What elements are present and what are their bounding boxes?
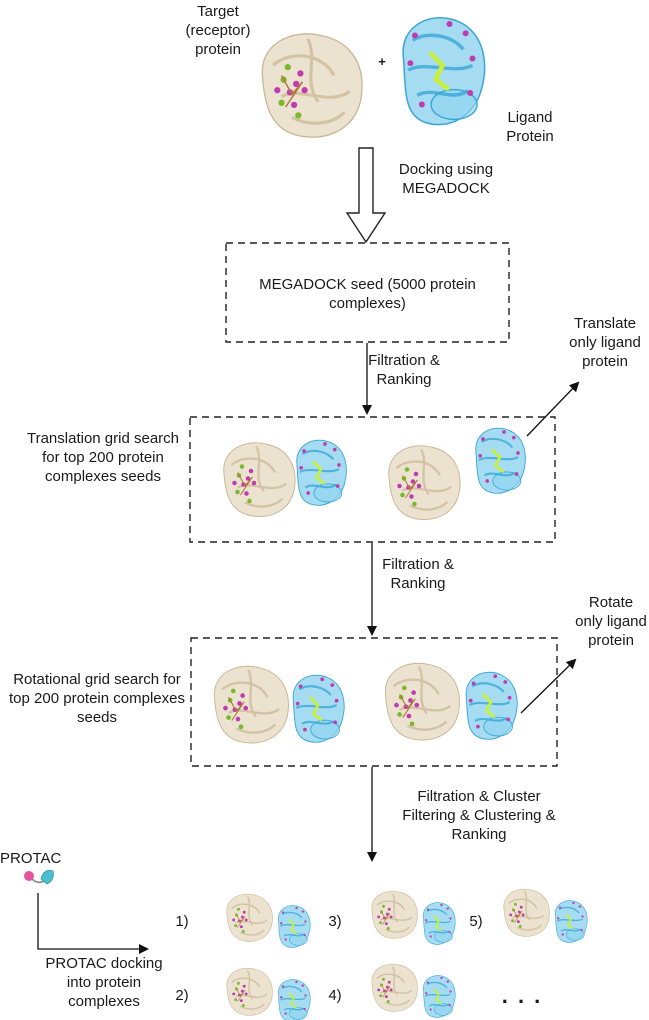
translation-grid-label: Translation grid search for top 200 prot… bbox=[26, 430, 179, 485]
protac-docking-label: PROTAC docking into protein complexes bbox=[45, 955, 163, 1010]
translation-complex-2-ligand bbox=[475, 427, 526, 494]
result-label-5: 5) bbox=[469, 913, 483, 930]
translation-complex-2-receptor bbox=[388, 445, 461, 520]
result-3-ligand bbox=[423, 902, 456, 945]
rotational-complex-2-receptor bbox=[385, 662, 460, 741]
target-protein-structure bbox=[261, 33, 363, 138]
result-label-1: 1) bbox=[175, 913, 189, 930]
docking-arrow bbox=[345, 147, 387, 244]
rotate-only-label: Rotate only ligand protein bbox=[575, 594, 647, 649]
arrow-protac bbox=[37, 893, 149, 954]
ligand-protein-label: Ligand Protein bbox=[506, 109, 554, 145]
protac-label: PROTAC bbox=[0, 850, 62, 867]
result-2-ligand bbox=[278, 979, 311, 1020]
rotational-grid-label: Rotational grid search for top 200 prote… bbox=[9, 671, 185, 726]
rotational-complex-2-ligand bbox=[465, 671, 518, 740]
megadock-seed-box bbox=[225, 242, 510, 343]
target-protein-label: Target (receptor) protein bbox=[185, 3, 251, 58]
result-label-4: 4) bbox=[328, 987, 342, 1004]
rotational-complex-1-receptor bbox=[214, 665, 289, 744]
translation-complex-1-ligand bbox=[296, 439, 347, 506]
rotational-grid-box bbox=[190, 637, 558, 767]
protac-molecule-icon bbox=[24, 869, 54, 885]
filtration-ranking-1-label: Filtration & Ranking bbox=[368, 352, 440, 388]
protein-structures bbox=[214, 17, 588, 1020]
result-1-receptor bbox=[226, 893, 273, 942]
result-label-3: 3) bbox=[328, 913, 342, 930]
filtration-ranking-2-label: Filtration & Ranking bbox=[382, 556, 454, 592]
result-5-receptor bbox=[503, 888, 550, 937]
result-1-ligand bbox=[278, 905, 311, 948]
docking-label: Docking using MEGADOCK bbox=[398, 161, 494, 197]
result-4-ligand bbox=[423, 975, 456, 1018]
filtration-clustering-label: Filtration & Cluster Filtering & Cluster… bbox=[402, 788, 556, 843]
result-5-ligand bbox=[555, 900, 588, 943]
translate-only-label: Translate only ligand protein bbox=[569, 315, 641, 370]
translation-complex-1-receptor bbox=[223, 442, 296, 517]
result-label-2: 2) bbox=[175, 987, 189, 1004]
rotational-complex-1-ligand bbox=[292, 674, 345, 743]
megadock-seed-label: MEGADOCK seed (5000 protein complexes) bbox=[259, 276, 476, 312]
translation-grid-box bbox=[189, 416, 556, 543]
more-results-ellipsis: . . . bbox=[501, 983, 543, 1008]
ligand-protein-structure bbox=[402, 17, 486, 126]
result-2-receptor bbox=[226, 967, 273, 1016]
plus-sign: + bbox=[378, 54, 386, 69]
result-4-receptor bbox=[371, 963, 418, 1012]
result-3-receptor bbox=[371, 890, 418, 939]
arrow-translate bbox=[526, 381, 580, 437]
arrow-rotate bbox=[520, 658, 577, 714]
